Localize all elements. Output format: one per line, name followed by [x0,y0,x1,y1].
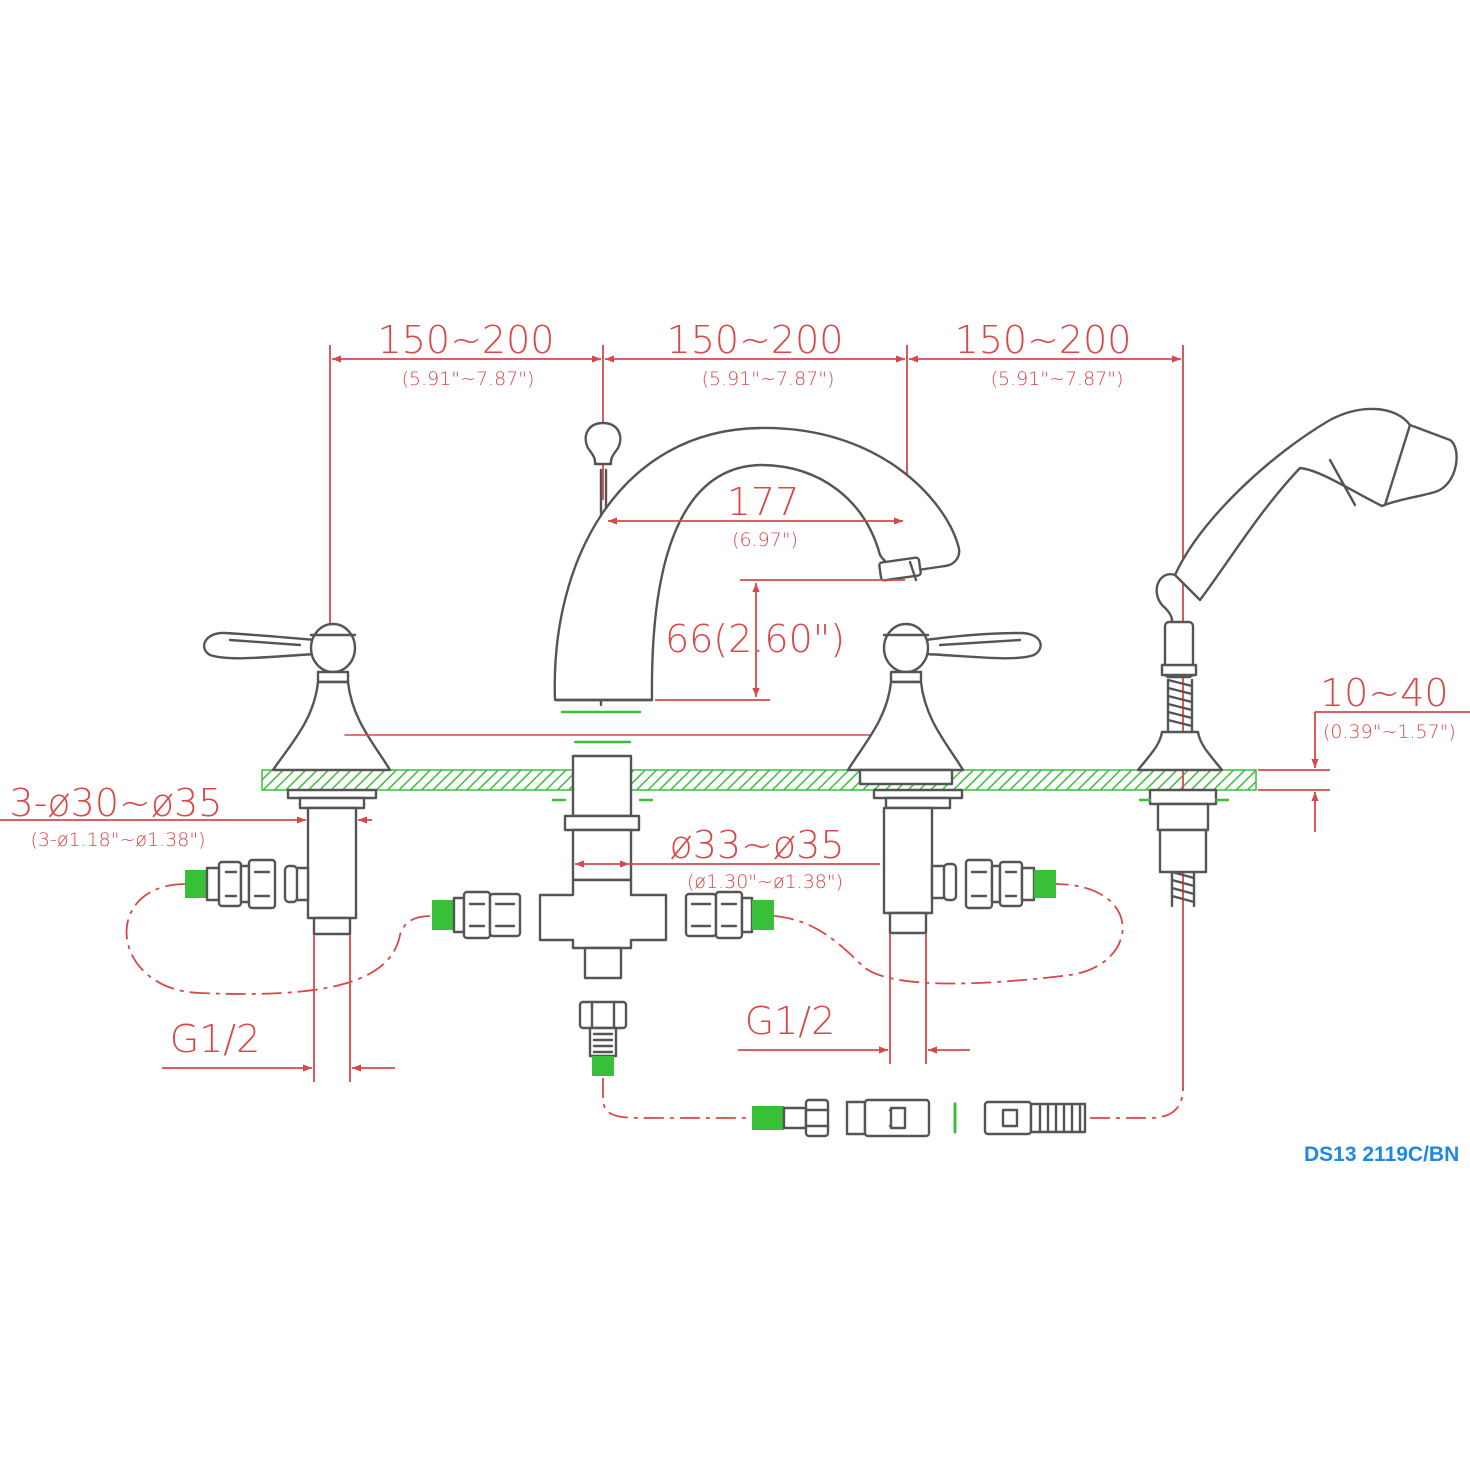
spacing-2-metric: 150~200 [667,318,844,362]
model-code: DS13 2119C/BN [1304,1143,1459,1166]
right-handle [846,622,1042,935]
bottom-center-connector [578,1000,628,1076]
center-valve [538,710,668,980]
center-hole-dimension: ø33~ø35 (ø1.30"~ø1.38") [575,823,880,893]
deck-thickness-dimension: 10~40 (0.39"~1.57") [1258,671,1470,832]
spout-height-dimension: 66(2.60") [655,579,905,701]
hose-routes [125,883,1184,1119]
left-handle [203,622,901,936]
thread-right-label: G1/2 [745,999,836,1043]
left-supply-connector [185,858,277,910]
side-holes-imperial: (3-ø1.18"~ø1.38") [30,829,205,851]
lift-rod-knob [584,421,622,466]
spout-reach-imperial: (6.97") [732,529,798,551]
spacing-3-metric: 150~200 [955,318,1132,362]
thread-left-dimension: G1/2 [162,935,395,1082]
center-hole-imperial: (ø1.30"~ø1.38") [687,871,843,893]
center-left-connector [432,890,522,940]
thread-right-dimension: G1/2 [738,933,970,1064]
spacing-3-imperial: (5.91"~7.87") [991,368,1124,390]
thread-left-label: G1/2 [170,1017,261,1061]
center-hole-metric: ø33~ø35 [669,823,844,867]
deck-thickness-metric: 10~40 [1320,671,1449,715]
spout [553,421,961,707]
side-holes-metric: 3-ø30~ø35 [10,781,223,825]
spacing-2-imperial: (5.91"~7.87") [702,368,835,390]
spout-reach-metric: 177 [727,480,800,524]
side-holes-dimension: 3-ø30~ø35 (3-ø1.18"~ø1.38") [0,781,372,851]
spout-height-label: 66(2.60") [665,617,845,661]
hose-inline-parts [752,1098,1087,1138]
spacing-1-metric: 150~200 [378,318,555,362]
deck-slab [261,769,1257,791]
spout-reach-dimension: 177 (6.97") [608,480,903,551]
right-supply-connector [964,858,1056,910]
spacing-dimensions: 150~200 (5.91"~7.87") 150~200 (5.91"~7.8… [329,318,1184,1090]
hand-shower [1136,407,1458,908]
center-right-connector [684,890,774,940]
spacing-1-imperial: (5.91"~7.87") [402,368,535,390]
deck-thickness-imperial: (0.39"~1.57") [1323,721,1456,743]
